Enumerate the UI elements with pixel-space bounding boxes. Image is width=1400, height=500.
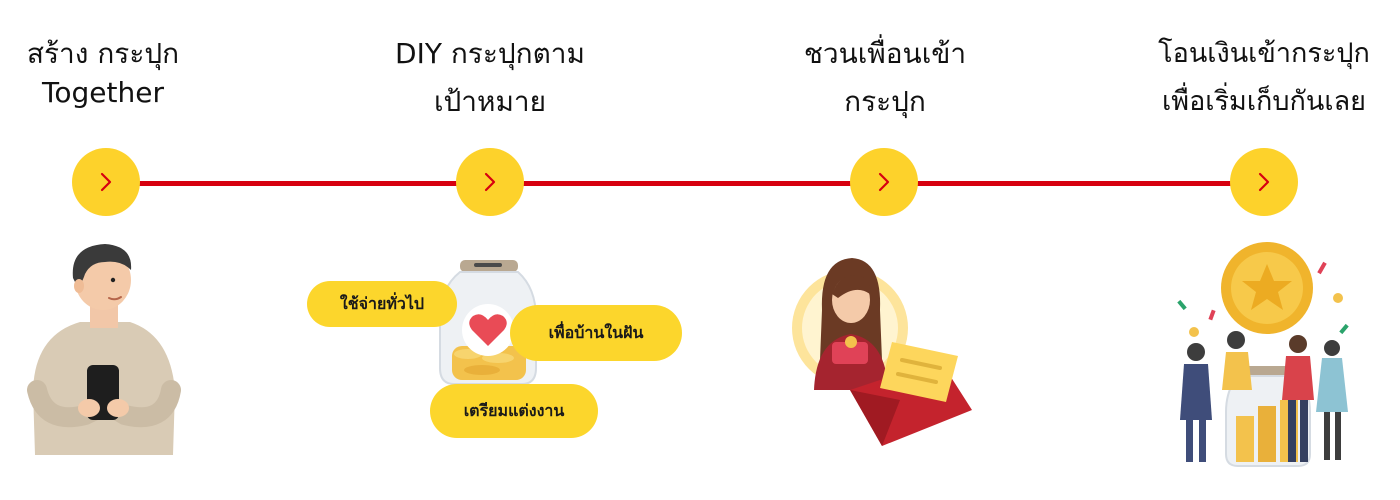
step-1-title-line2: Together xyxy=(42,76,164,109)
heart-icon xyxy=(469,314,507,346)
timeline-line xyxy=(108,181,1268,186)
step-1-title: สร้าง กระปุก Together xyxy=(0,30,206,108)
goal-tag-wedding[interactable]: เตรียมแต่งงาน xyxy=(430,384,598,438)
star-icon xyxy=(1242,264,1292,310)
friends-coin-jar-illustration xyxy=(1177,242,1349,467)
step-1-title-line1: สร้าง กระปุก xyxy=(26,37,180,70)
step-3-title: ชวนเพื่อนเข้า กระปุก xyxy=(775,30,995,126)
step-1-button[interactable] xyxy=(72,148,140,216)
step-3-button[interactable] xyxy=(850,148,918,216)
step-4-title-line2: เพื่อเริ่มเก็บกันเลย xyxy=(1162,86,1366,117)
chevron-right-icon xyxy=(878,172,890,192)
goal-tag-dream-home[interactable]: เพื่อบ้านในฝัน xyxy=(510,305,682,361)
step-4-title-line1: โอนเงินเข้ากระปุก xyxy=(1158,38,1370,69)
step-2-title-line1: DIY กระปุกตาม xyxy=(395,37,585,70)
step-4-button[interactable] xyxy=(1230,148,1298,216)
chevron-right-icon xyxy=(484,172,496,192)
woman-with-envelope-illustration xyxy=(792,258,972,446)
savings-jar-illustration xyxy=(439,260,537,385)
goal-tag-general-spending[interactable]: ใช้จ่ายทั่วไป xyxy=(307,281,457,327)
step-3-title-line2: กระปุก xyxy=(844,85,926,118)
step-2-button[interactable] xyxy=(456,148,524,216)
chevron-right-icon xyxy=(1258,172,1270,192)
man-with-phone-illustration xyxy=(27,244,181,455)
step-2-title: DIY กระปุกตาม เป้าหมาย xyxy=(370,30,610,126)
step-2-title-line2: เป้าหมาย xyxy=(433,85,547,118)
chevron-right-icon xyxy=(100,172,112,192)
step-3-title-line1: ชวนเพื่อนเข้า xyxy=(803,37,967,70)
step-4-title: โอนเงินเข้ากระปุก เพื่อเริ่มเก็บกันเลย xyxy=(1130,30,1398,126)
